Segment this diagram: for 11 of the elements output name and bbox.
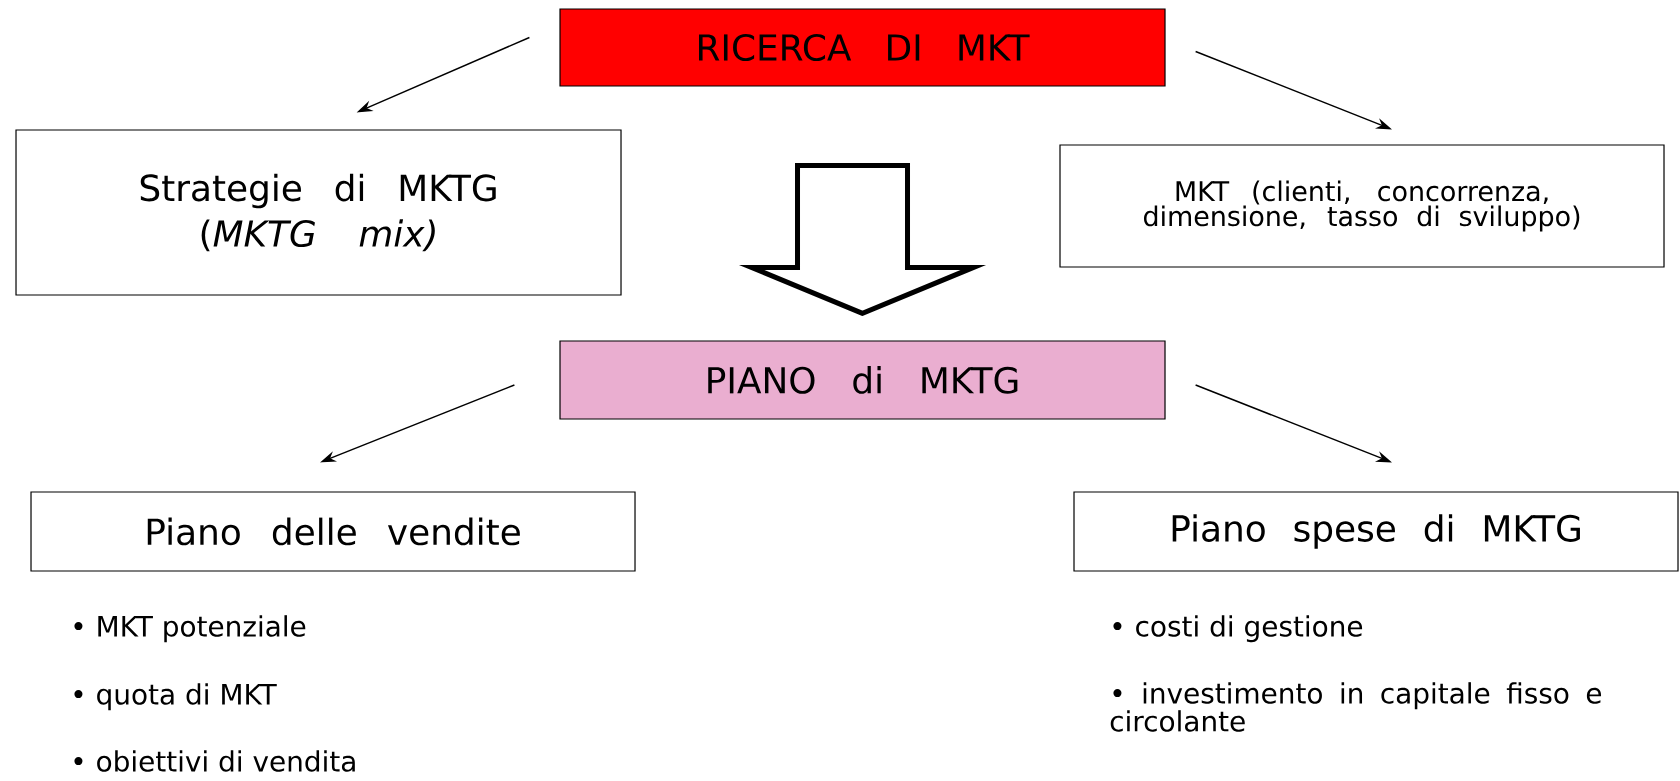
box: Strategie di MKTG (MKTG mix) [15, 129, 622, 296]
bullet-item: • obiettivi di vendita [74, 750, 355, 772]
box: RICERCA DI MKT [559, 8, 1166, 87]
bullet-item: • costi di gestione [1113, 615, 1363, 643]
bullet-item: • MKT potenziale [74, 615, 306, 643]
box: Piano delle vendite [30, 491, 636, 572]
bullet-item: • investimento in capitale fisso e circolante [1110, 682, 1601, 732]
box: Piano spese di MKTG [1073, 491, 1679, 572]
box: MKT (clienti, concorrenza, dimensione, tasso di sviluppo) [1059, 144, 1665, 268]
box: PIANO di MKTG [559, 340, 1166, 420]
bullet-item: • quota di MKT [74, 683, 277, 711]
